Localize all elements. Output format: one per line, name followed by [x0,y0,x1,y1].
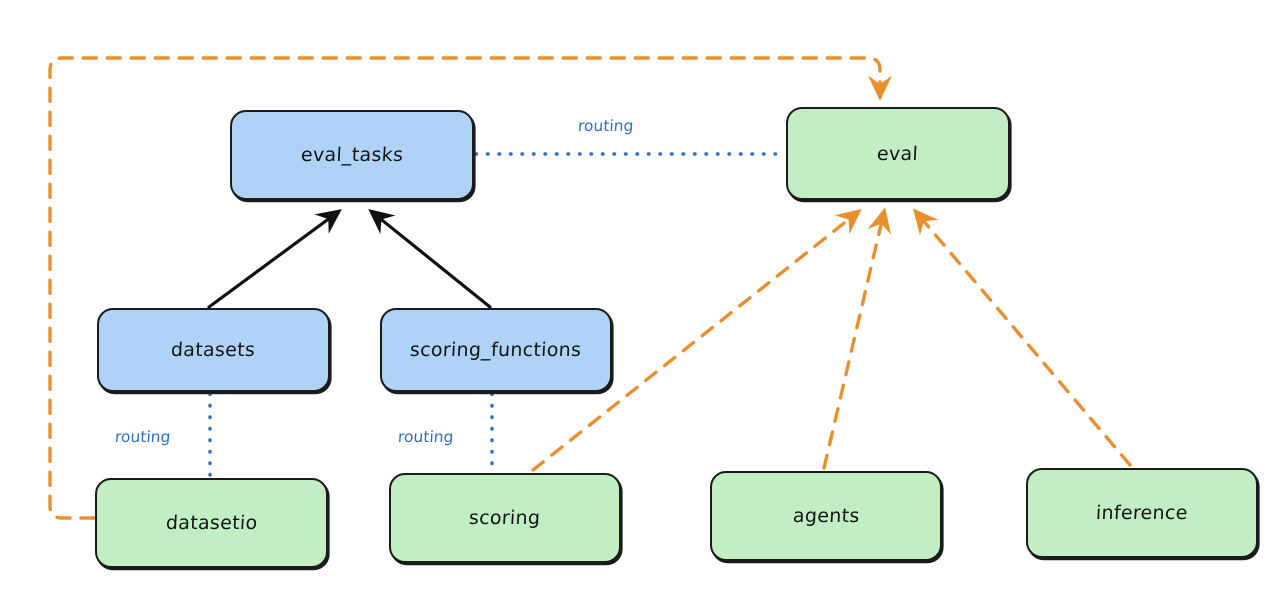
node-scoring[interactable]: scoring [389,473,621,563]
edge-scoring-eval [531,209,862,472]
node-scoring-functions[interactable]: scoring_functions [380,308,612,392]
node-eval-tasks[interactable]: eval_tasks [230,110,474,200]
node-label-eval-tasks: eval_tasks [300,144,404,166]
edge-label-routing-eval-tasks: routing [577,117,635,135]
node-agents[interactable]: agents [710,471,942,561]
edge-label-routing-scoring-functions: routing [397,428,455,446]
node-inference[interactable]: inference [1026,468,1258,558]
edge-agents-eval [822,207,892,470]
node-label-eval: eval [876,142,920,165]
node-eval[interactable]: eval [786,107,1010,200]
node-label-datasetio: datasetio [165,512,258,534]
node-label-scoring: scoring [468,507,542,529]
edge-datasets-eval_tasks [207,209,342,309]
edge-scoring_functions-eval_tasks [368,208,492,309]
node-label-agents: agents [792,505,860,527]
node-label-scoring-functions: scoring_functions [409,339,583,361]
edge-inference-eval [912,208,1132,467]
edge-datasetio-eval [48,56,893,520]
node-label-datasets: datasets [170,339,257,361]
edge-label-routing-datasets: routing [114,428,172,446]
node-label-inference: inference [1095,502,1189,524]
node-datasets[interactable]: datasets [97,308,330,392]
node-datasetio[interactable]: datasetio [95,478,328,568]
